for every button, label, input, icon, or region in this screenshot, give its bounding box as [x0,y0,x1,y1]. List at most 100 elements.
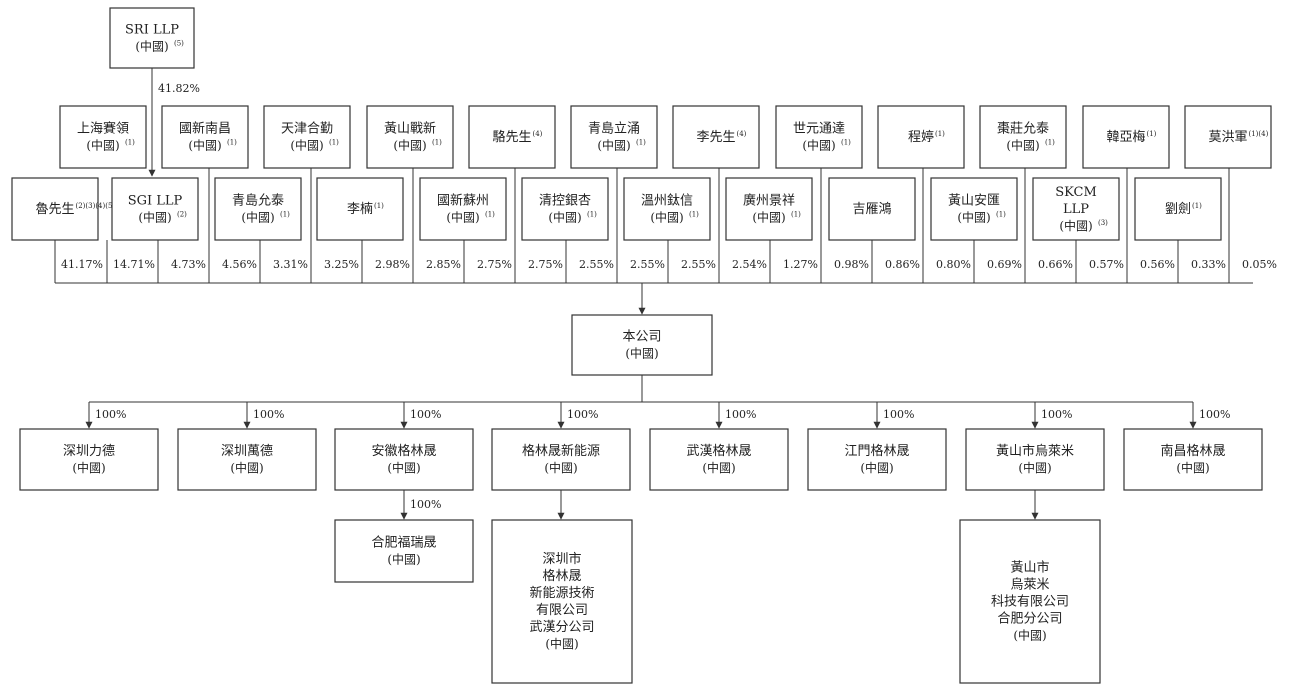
top-shareholder-12-label: 莫洪軍 [1208,130,1247,145]
subsidiary-7-frame [965,428,1105,491]
branch-entity-3-line-5: (中國) [1013,628,1046,643]
bottom-shareholder-10-jurisdiction: (中國) [957,210,990,225]
subsidiary-1-frame [19,428,159,491]
bottom-shareholder-10-note: (1) [996,211,1006,219]
top-shareholder-10-frame [979,105,1067,169]
pct-subsidiary-1: 100% [95,408,126,421]
bottom-shareholder-5-jurisdiction: (中國) [446,210,479,225]
bottom-shareholder-3: 青島允泰(中國)(1) [214,177,302,241]
entity-company-frame [571,314,713,376]
top-shareholder-12-frame [1184,105,1272,169]
pct-shareholder-6: 3.25% [324,258,359,271]
bottom-shareholder-2-note: (2) [177,211,187,219]
bottom-shareholder-8-frame [725,177,813,241]
bottom-shareholder-1-label: 魯先生 [35,202,74,217]
subsidiary-7: 黃山市烏萊米(中國) [965,428,1105,491]
bottom-shareholder-12: 劉劍(1) [1134,177,1222,241]
bottom-shareholder-6-frame [521,177,609,241]
branch-entity-2-frame [491,519,633,684]
bottom-shareholder-10-frame [930,177,1018,241]
pct-subsidiary-2: 100% [253,408,284,421]
subsidiary-5: 武漢格林晟(中國) [649,428,789,491]
pct-shareholder-18: 0.80% [936,258,971,271]
bottom-shareholder-2-label: SGI LLP [128,194,183,209]
top-shareholder-9-frame [877,105,965,169]
bottom-shareholder-10-label: 黃山安匯 [948,194,1000,209]
pct-shareholder-20: 0.66% [1038,258,1073,271]
pct-shareholder-12: 2.55% [630,258,665,271]
bottom-shareholder-6-label: 清控銀杏 [539,194,591,209]
top-shareholder-10-jurisdiction: (中國) [1006,138,1039,153]
bottom-shareholder-6: 清控銀杏(中國)(1) [521,177,609,241]
entity-sri-llp-frame [109,7,195,69]
top-shareholder-11-frame [1082,105,1170,169]
bottom-shareholder-10: 黃山安匯(中國) (1) [930,177,1018,241]
pct-shareholder-21: 0.57% [1089,258,1124,271]
bottom-shareholder-4-frame [316,177,404,241]
bottom-shareholder-12-label: 劉劍 [1165,201,1191,217]
entity-sri-llp-jurisdiction: (中國) [135,39,168,54]
top-shareholder-12: 莫洪軍(1)(4) [1184,105,1272,169]
subsidiary-3-jurisdiction: (中國) [387,460,420,475]
pct-shareholder-4: 4.56% [222,258,257,271]
bottom-shareholder-5: 國新蘇州(中國)(1) [419,177,507,241]
top-shareholder-3-jurisdiction: (中國) [290,138,323,153]
branch-entity-2-line-5: 武漢分公司 [529,620,594,635]
branch-entity-2-line-4: 有限公司 [536,603,588,618]
subsidiary-5-frame [649,428,789,491]
branch-entity-3-line-3: 科技有限公司 [991,595,1069,610]
top-shareholder-11: 韓亞梅(1) [1082,105,1170,169]
bottom-shareholder-8-jurisdiction: (中國) [752,210,785,225]
pct-shareholder-13: 2.55% [681,258,716,271]
subsidiary-6-jurisdiction: (中國) [860,460,893,475]
pct-shareholder-11: 2.55% [579,258,614,271]
top-shareholder-7: 李先生(4) [672,105,760,169]
subsidiary-3-label: 安徽格林晟 [371,443,436,459]
top-shareholder-6: 青島立涌(中國)(1) [570,105,658,169]
bottom-shareholder-2: SGI LLP(中國)(2) [111,177,199,241]
entity-sri-llp: SRI LLP(中國)(5) [109,7,195,69]
pct-subsidiary-3: 100% [410,408,441,421]
top-shareholder-4-label: 黃山戰新 [384,121,436,137]
top-shareholder-6-jurisdiction: (中國) [597,138,630,153]
bottom-shareholder-6-note: (1) [587,211,597,219]
top-shareholder-6-note: (1) [636,139,646,147]
top-shareholder-7-note: (4) [737,130,747,138]
top-shareholder-4-jurisdiction: (中國) [393,138,426,153]
bottom-shareholder-11-note: (3) [1098,219,1108,227]
branch-entity-3-line-2: 烏萊米 [1010,577,1049,593]
bottom-shareholder-4: 李楠(1) [316,177,404,241]
top-shareholder-9-note: (1) [935,130,945,138]
branch-entity-2-line-2: 格林晟 [542,568,581,584]
top-shareholder-3-note: (1) [329,139,339,147]
bottom-shareholder-9-label: 吉雁鴻 [852,202,891,217]
entity-company: 本公司(中國) [571,314,713,376]
subsidiary-6: 江門格林晟(中國) [807,428,947,491]
pct-shareholder-24: 0.05% [1242,258,1277,271]
top-shareholder-5-label: 駱先生 [492,129,531,145]
top-shareholder-2: 國新南昌(中國)(1) [161,105,249,169]
bottom-shareholder-3-jurisdiction: (中國) [241,210,274,225]
top-shareholder-11-label: 韓亞梅 [1106,130,1145,145]
top-shareholder-9: 程婷(1) [877,105,965,169]
bottom-shareholder-11-frame [1032,177,1120,241]
top-shareholder-10-label: 棗莊允泰 [997,121,1049,137]
bottom-shareholder-8: 廣州景祥(中國)(1) [725,177,813,241]
subsidiary-2: 深圳萬德(中國) [177,428,317,491]
pct-subsidiary-7: 100% [1041,408,1072,421]
subsidiary-3: 安徽格林晟(中國) [334,428,474,491]
subsidiary-6-frame [807,428,947,491]
subsidiary-7-label: 黃山市烏萊米 [996,443,1074,459]
bottom-shareholder-3-note: (1) [280,211,290,219]
pct-shareholder-23: 0.33% [1191,258,1226,271]
pct-shareholder-1: 41.17% [61,258,103,271]
bottom-shareholder-2-frame [111,177,199,241]
entity-company-label: 本公司 [622,330,661,345]
bottom-shareholder-1-note: (2)(3)(4)(5) [76,202,116,210]
subsidiary-4-jurisdiction: (中國) [544,460,577,475]
subsidiary-6-label: 江門格林晟 [844,443,909,459]
bottom-shareholder-11-label: SKCM [1055,185,1097,200]
connector-lines [54,68,1253,520]
bottom-shareholder-9-frame [828,177,916,241]
bottom-shareholder-1-frame [11,177,99,241]
